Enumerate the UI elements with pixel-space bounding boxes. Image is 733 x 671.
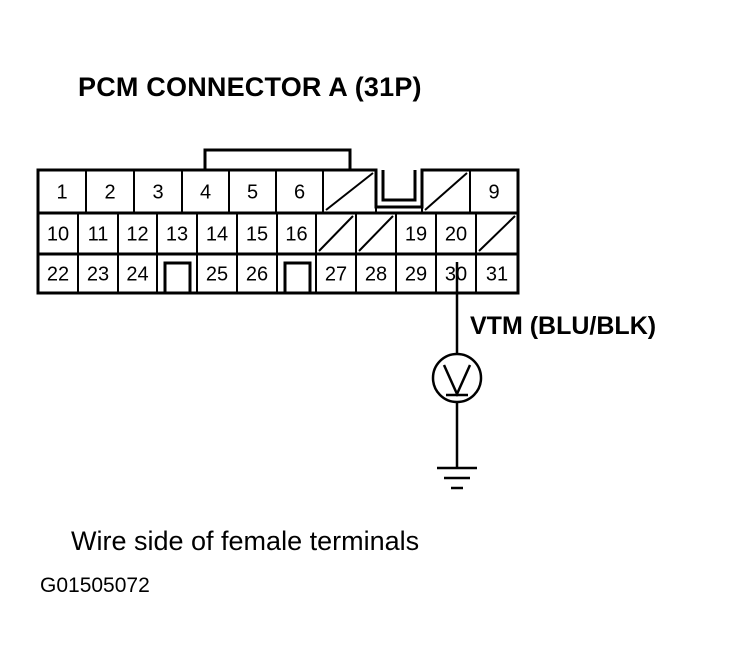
pin-label-12: 12: [126, 224, 148, 246]
pin-label-24: 24: [126, 264, 148, 286]
pin-label-14: 14: [206, 224, 228, 246]
diagram-title: PCM CONNECTOR A (31P): [78, 72, 422, 102]
pin-cell-31: [475, 253, 519, 294]
pin-label-27: 27: [325, 264, 347, 286]
pin-label-22: 22: [47, 264, 69, 286]
pin-label-10: 10: [47, 224, 69, 246]
unused-pin-slash: [424, 172, 468, 211]
pin-label-25: 25: [206, 264, 228, 286]
bottom-key-notch-1: [163, 261, 192, 293]
bottom-key-notch-2: [283, 261, 312, 293]
wire-label: VTM (BLU/BLK): [470, 312, 657, 340]
pin-label-1: 1: [56, 182, 67, 204]
pin-label-13: 13: [166, 224, 188, 246]
pin-label-23: 23: [87, 264, 109, 286]
caption: Wire side of female terminals: [71, 526, 420, 556]
pin-label-9: 9: [488, 182, 499, 204]
pin-label-31: 31: [486, 264, 508, 286]
figure-id: G01505072: [40, 574, 150, 597]
pin-label-6: 6: [294, 182, 305, 204]
pin-label-15: 15: [246, 224, 268, 246]
pin-label-20: 20: [445, 224, 467, 246]
pin-label-5: 5: [247, 182, 258, 204]
pin-label-19: 19: [405, 224, 427, 246]
unused-pin-slash: [318, 215, 354, 252]
unused-pin-slash: [478, 215, 516, 252]
pin-cell-24: [117, 253, 158, 294]
pin-label-28: 28: [365, 264, 387, 286]
connector-lock-tab: [203, 148, 352, 170]
pin-label-16: 16: [285, 224, 307, 246]
unused-pin-slash: [358, 215, 394, 252]
pin-label-4: 4: [200, 182, 211, 204]
voltmeter-v-mark: [442, 364, 472, 398]
pin-label-29: 29: [405, 264, 427, 286]
pin-label-26: 26: [246, 264, 268, 286]
pin-label-3: 3: [152, 182, 163, 204]
pin-label-2: 2: [104, 182, 115, 204]
top-key-notch: [381, 170, 417, 202]
pin-label-11: 11: [88, 224, 109, 246]
unused-pin-slash: [325, 172, 374, 211]
pin-cell-26: [236, 253, 278, 294]
